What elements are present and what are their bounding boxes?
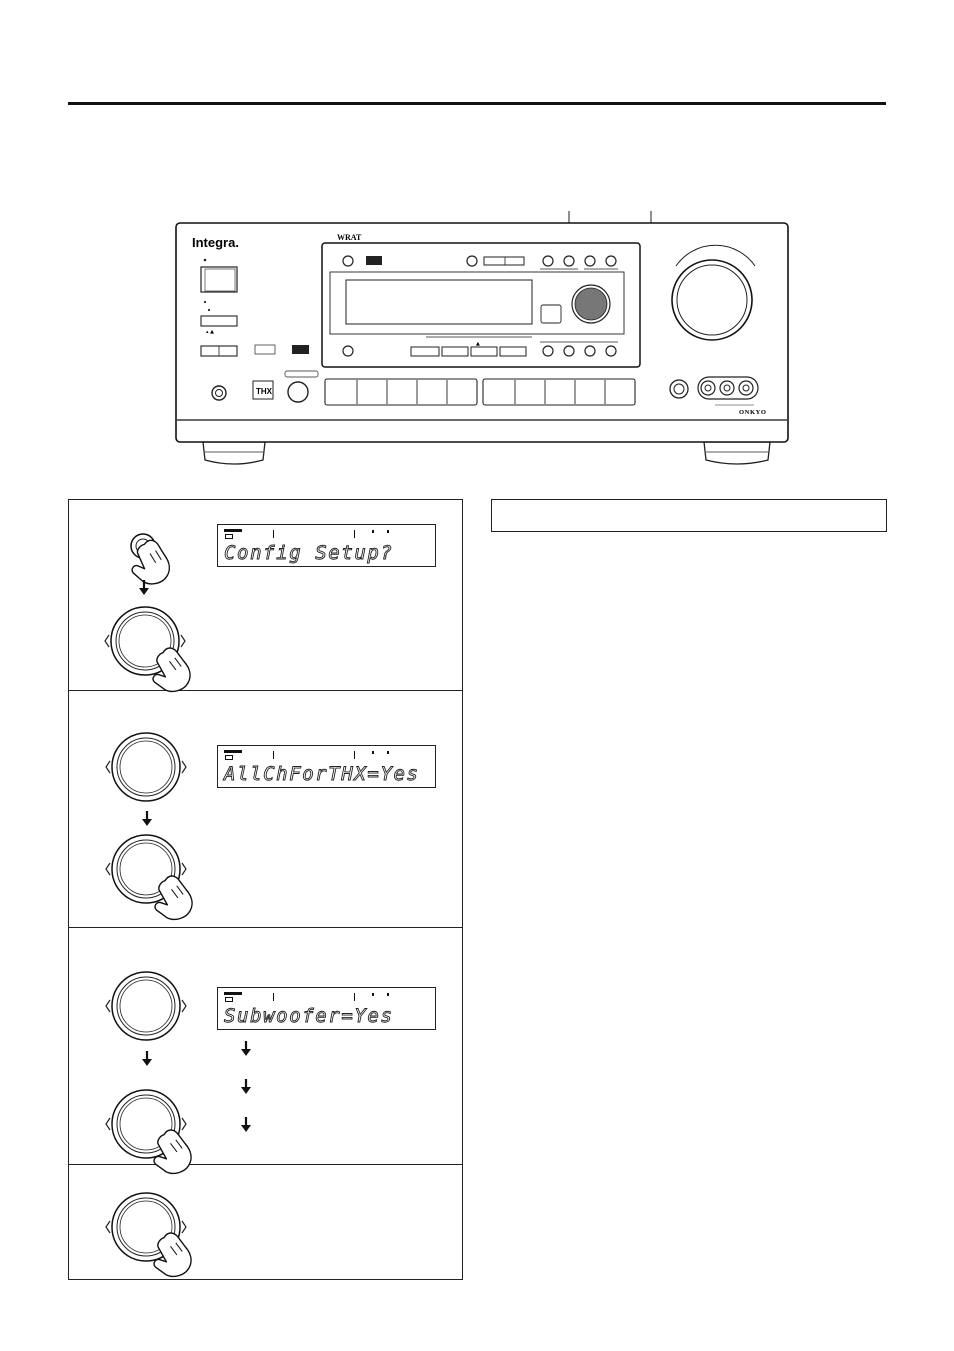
header-rule (68, 102, 886, 105)
down-arrow-icon (140, 809, 154, 828)
step-separator (68, 690, 463, 691)
down-arrow-icon (239, 1039, 253, 1058)
panel-badge: WRAT (337, 233, 362, 242)
thx-logo: THX (256, 387, 273, 396)
down-arrow-icon (140, 1049, 154, 1068)
lcd-display: Subwoofer=Yes (217, 987, 436, 1030)
down-arrow-icon (239, 1115, 253, 1134)
receiver-front-panel: Integra. ONKYO ▴ ▲ THX WRAT ▲ (175, 211, 789, 465)
receiver-feet (202, 441, 771, 465)
lcd-display: Config Setup? (217, 524, 436, 567)
svg-text:▴ ▲: ▴ ▲ (206, 329, 214, 335)
note-box (491, 499, 887, 532)
lcd-display: AllChForTHX=Yes (217, 745, 436, 788)
down-arrow-icon (239, 1077, 253, 1096)
lcd-text: AllChForTHX=Yes (224, 763, 420, 786)
dial-icon (105, 971, 187, 1041)
svg-text:▲: ▲ (476, 341, 480, 347)
dial-press-icon (105, 834, 197, 925)
step-separator (68, 927, 463, 928)
lcd-text: Config Setup? (224, 542, 394, 565)
lcd-text: Subwoofer=Yes (224, 1005, 394, 1028)
setup-button-press-icon (126, 533, 173, 588)
steps-frame (68, 499, 463, 1280)
brand-logo: Integra. (192, 235, 239, 250)
dial-press-icon (105, 1089, 196, 1179)
dial-press-icon (105, 1192, 196, 1282)
step-separator (68, 1164, 463, 1165)
dial-press-icon (104, 606, 195, 697)
dial-icon (105, 732, 187, 802)
maker-logo: ONKYO (739, 409, 767, 416)
